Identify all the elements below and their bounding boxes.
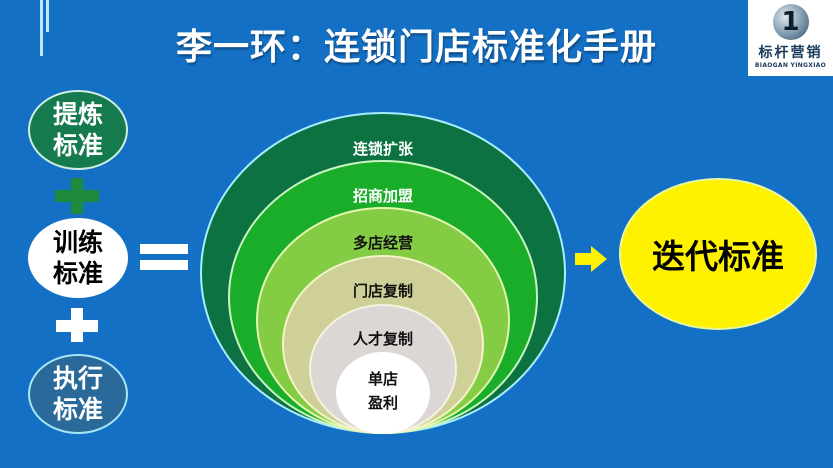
funnel-label: 多店经营 <box>352 234 413 252</box>
funnel-label: 门店复制 <box>352 282 413 300</box>
iterate-standard-oval: 迭代标准 <box>619 178 817 330</box>
funnel-ring-single-store-profit <box>336 352 430 434</box>
decorative-line <box>40 0 43 56</box>
funnel-label: 人才复制 <box>352 330 413 348</box>
plus-icon <box>55 178 99 214</box>
plus-icon <box>56 308 100 344</box>
brand-logo: 1 标杆营销 BIAOGAN YINGXIAO <box>748 0 833 76</box>
oval-text-line1: 训练 <box>52 228 103 257</box>
funnel-label: 连锁扩张 <box>352 140 413 158</box>
oval-train-standard: 训练 标准 <box>28 218 128 298</box>
funnel-label: 招商加盟 <box>352 187 413 205</box>
logo-number-icon: 1 <box>772 4 809 40</box>
result-label: 迭代标准 <box>652 237 784 276</box>
page-title: 李一环：连锁门店标准化手册 <box>175 27 657 68</box>
funnel-label: 单店 <box>367 370 398 388</box>
oval-extract-standard: 提炼 标准 <box>28 90 128 170</box>
funnel-label: 盈利 <box>367 394 398 412</box>
oval-text-line1: 提炼 <box>52 100 103 129</box>
oval-text-line2: 标准 <box>52 131 103 160</box>
logo-name-en: BIAOGAN YINGXIAO <box>754 62 827 69</box>
oval-text-line1: 执行 <box>52 364 103 393</box>
decorative-line <box>46 0 49 32</box>
logo-name-cn: 标杆营销 <box>758 45 823 61</box>
arrow-right-icon <box>575 246 607 272</box>
oval-text-line2: 标准 <box>52 259 103 288</box>
oval-execute-standard: 执行 标准 <box>28 354 128 434</box>
oval-text-line2: 标准 <box>52 395 103 424</box>
